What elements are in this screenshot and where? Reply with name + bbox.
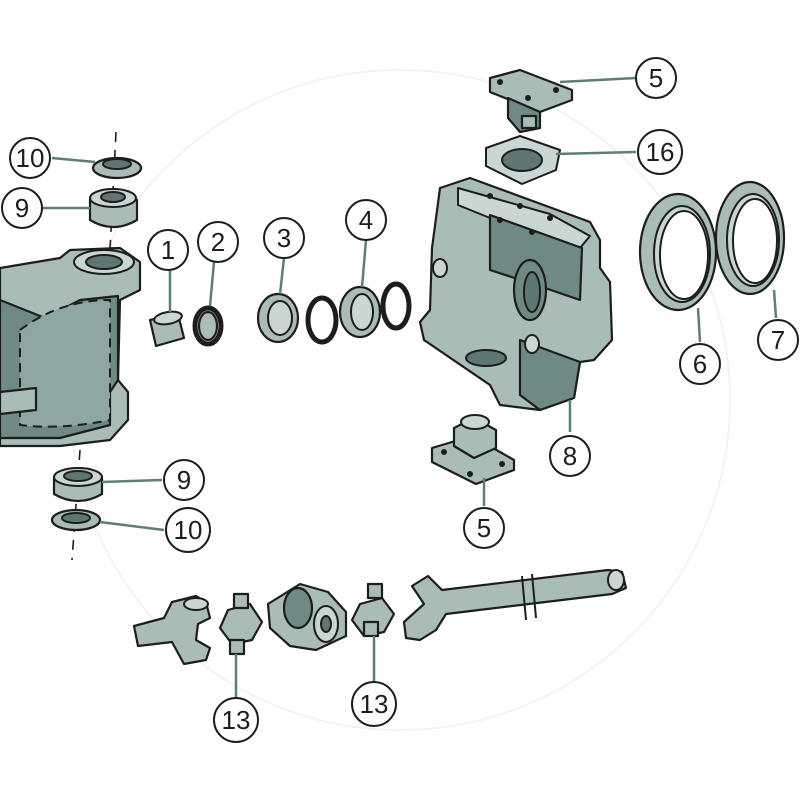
- svg-text:8: 8: [563, 441, 577, 471]
- svg-text:5: 5: [477, 513, 491, 543]
- part-5-bottom-mount: [430, 414, 516, 486]
- svg-text:10: 10: [16, 143, 45, 173]
- part-6-large-ring: [638, 192, 718, 312]
- svg-text:1: 1: [161, 235, 175, 265]
- svg-text:3: 3: [277, 223, 291, 253]
- callout-9-top: 9: [1, 187, 43, 229]
- drive-shaft-assembly: [132, 568, 628, 666]
- callout-7: 7: [757, 319, 799, 361]
- svg-text:6: 6: [693, 349, 707, 379]
- callout-16: 16: [637, 129, 683, 175]
- part-4b-ring: [380, 281, 412, 331]
- svg-text:7: 7: [771, 325, 785, 355]
- callout-13-right: 13: [351, 681, 397, 727]
- svg-text:16: 16: [646, 137, 675, 167]
- svg-text:10: 10: [174, 515, 203, 545]
- callout-5-bottom: 5: [463, 507, 505, 549]
- part-8-housing: [418, 176, 614, 412]
- callout-5-top: 5: [635, 57, 677, 99]
- part-4-ring: [338, 285, 382, 339]
- callout-6: 6: [679, 343, 721, 385]
- callout-3: 3: [263, 217, 305, 259]
- callout-9-bottom: 9: [163, 459, 205, 501]
- svg-text:9: 9: [177, 465, 191, 495]
- callout-10-bottom: 10: [165, 507, 211, 553]
- lower-axis-stack: [50, 449, 104, 561]
- part-3-ring: [256, 292, 300, 344]
- upper-axis-stack: [88, 131, 143, 251]
- callout-8: 8: [549, 435, 591, 477]
- svg-text:13: 13: [222, 705, 251, 735]
- svg-text:2: 2: [211, 227, 225, 257]
- leader-lines: [40, 76, 778, 698]
- svg-text:9: 9: [15, 193, 29, 223]
- part-7-large-ring: [714, 180, 786, 296]
- callout-13-left: 13: [213, 697, 259, 743]
- svg-text:5: 5: [649, 63, 663, 93]
- knuckle-arm: [0, 246, 142, 448]
- callout-10-top: 10: [9, 137, 51, 179]
- svg-text:13: 13: [360, 689, 389, 719]
- part-16-gasket: [485, 135, 561, 185]
- svg-text:4: 4: [359, 205, 373, 235]
- part-2-seal: [192, 305, 224, 347]
- callout-4: 4: [345, 199, 387, 241]
- part-3b-ring: [305, 295, 339, 345]
- part-1-bushing: [148, 310, 186, 348]
- part-5-top-cover: [488, 68, 574, 134]
- callout-1: 1: [147, 229, 189, 271]
- callout-2: 2: [197, 221, 239, 263]
